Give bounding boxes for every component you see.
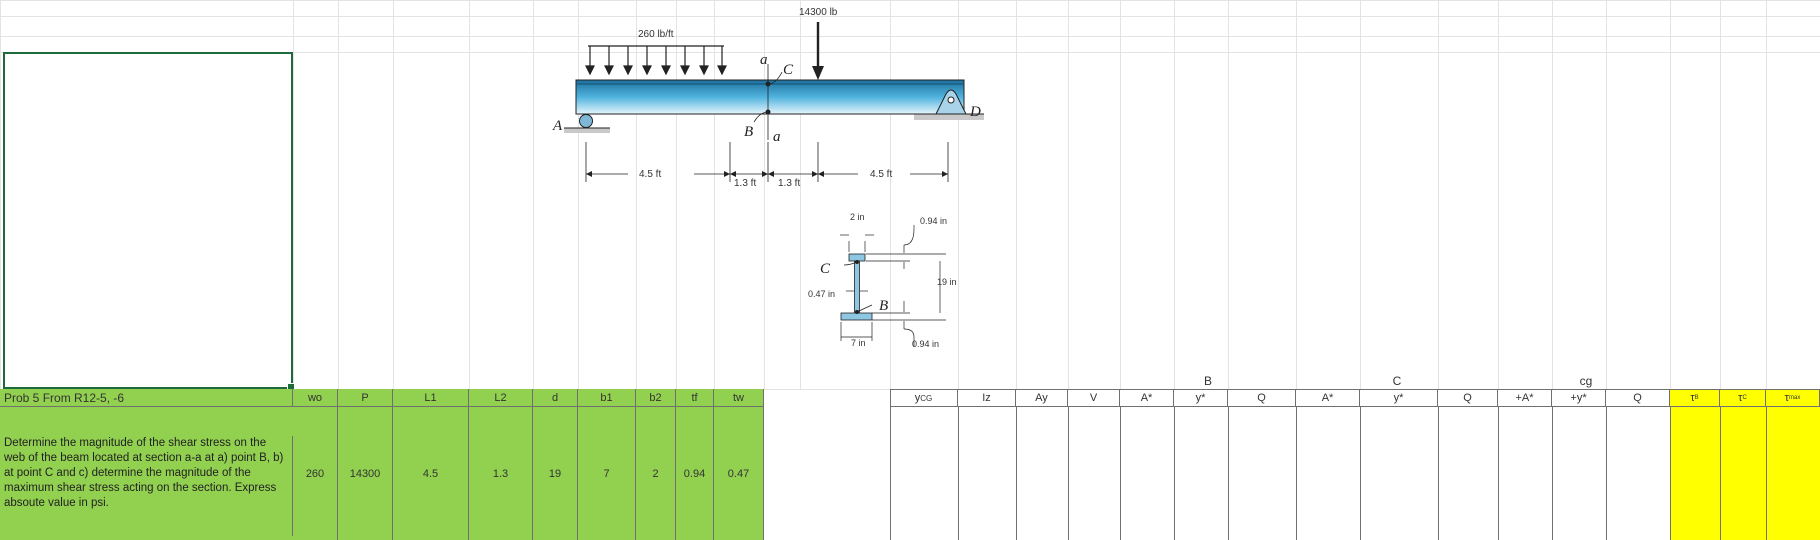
header-d[interactable]: d [533,389,578,407]
point-label-c: C [783,62,794,78]
value-d[interactable]: 19 [533,407,578,540]
problem-title[interactable]: Prob 5 From R12-5, -6 [0,389,293,407]
value-tf[interactable]: 0.94 [676,407,714,540]
header-a-star-b[interactable]: A* [1120,389,1174,407]
value-p[interactable]: 14300 [338,407,393,540]
value-wo[interactable]: 260 [293,407,338,540]
value-b2[interactable]: 2 [636,407,676,540]
beam-diagram: 260 lb/ft 14300 lb a a C B A D [552,7,984,189]
header-b1[interactable]: b1 [578,389,636,407]
distributed-load-label: 260 lb/ft [638,29,674,40]
support-label-d: D [969,104,981,120]
results-background [1670,389,1820,540]
point-label-b: B [744,124,753,140]
header-ycg-sub: CG [920,393,933,403]
header-wo[interactable]: wo [293,389,338,407]
distributed-load-arrows [585,46,727,76]
problem-description[interactable]: Determine the magnitude of the shear str… [0,436,293,536]
dimension-label-l1-right: 4.5 ft [870,169,892,180]
roller-support-icon [579,114,593,128]
calc-table-frame [890,389,1820,540]
cs-bottom-width-label: 7 in [851,338,866,348]
header-tau-max-main: τ [1784,392,1789,404]
header-p[interactable]: P [338,389,393,407]
cross-section-diagram: C B 2 in 0.94 in 19 in 0.47 in 7 in 0.94… [808,212,957,349]
header-tw[interactable]: tw [714,389,764,407]
cs-bottom-flange-label: 0.94 in [912,339,939,349]
value-b1[interactable]: 7 [578,407,636,540]
header-q-b[interactable]: Q [1228,389,1296,407]
group-label-b: B [1203,374,1212,388]
dimension-label-l2-right: 1.3 ft [778,178,800,189]
support-label-a: A [552,118,563,134]
header-tf[interactable]: tf [676,389,714,407]
header-ay[interactable]: Ay [1016,389,1068,407]
section-label-a-bottom: a [773,129,781,145]
group-label-c: C [1392,374,1402,388]
selected-cell-range[interactable] [3,52,293,389]
value-l2[interactable]: 1.3 [469,407,533,540]
cs-web-label: 0.47 in [808,289,835,299]
header-a-star-c[interactable]: A* [1296,389,1360,407]
cs-top-width-label: 2 in [850,212,865,222]
input-table-background [0,389,764,540]
header-a-star-cg[interactable]: +A* [1498,389,1552,407]
header-y-star-b[interactable]: y* [1174,389,1228,407]
value-l1[interactable]: 4.5 [393,407,469,540]
section-label-a-top: a [760,52,768,68]
cs-top-flange-label: 0.94 in [920,216,947,226]
point-load-label: 14300 lb [799,7,838,18]
cs-point-label-b: B [879,298,888,314]
dimension-label-l2-left: 1.3 ft [734,178,756,189]
header-b2[interactable]: b2 [636,389,676,407]
header-tau-c-main: τ [1738,392,1743,404]
header-l1[interactable]: L1 [393,389,469,407]
header-l2[interactable]: L2 [469,389,533,407]
dimension-label-l1-left: 4.5 ft [639,169,661,180]
header-q-cg[interactable]: Q [1606,389,1670,407]
header-q-c[interactable]: Q [1438,389,1498,407]
value-tw[interactable]: 0.47 [714,407,764,540]
cs-point-label-c: C [820,261,831,277]
cs-depth-label: 19 in [937,277,957,287]
point-load-arrow [812,66,824,80]
group-label-cg: cg [1579,374,1593,388]
header-iz[interactable]: Iz [958,389,1016,407]
header-v[interactable]: V [1068,389,1120,407]
header-y-star-cg[interactable]: +y* [1552,389,1606,407]
header-tau-b-main: τ [1690,392,1695,404]
dimension-lines [585,142,949,182]
header-ycg-main: y [914,392,921,404]
header-tau-b-sub: B [1694,395,1699,401]
header-tau-max-sub: max [1789,395,1801,401]
header-tau-c-sub: C [1742,395,1747,401]
header-y-star-c[interactable]: y* [1360,389,1438,407]
beam [575,79,965,115]
